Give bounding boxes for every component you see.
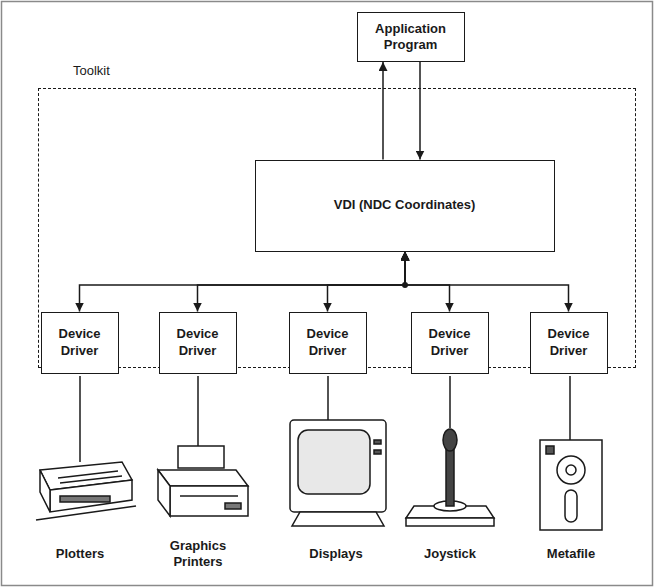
device-label: Displays: [281, 546, 391, 562]
driver-box: Device Driver: [289, 312, 367, 374]
device-label: Metafile: [516, 546, 626, 562]
box-label: VDI (NDC Coordinates): [334, 197, 476, 213]
connector-arrow: [405, 252, 450, 312]
driver-box: Device Driver: [530, 312, 608, 374]
box-label: Device Driver: [49, 326, 111, 359]
box-label: Device Driver: [419, 326, 481, 359]
device-label: Joystick: [395, 546, 505, 562]
box-label: Device Driver: [167, 326, 229, 359]
connector-arrow: [419, 62, 421, 160]
plotter-icon: [36, 462, 136, 520]
connector-arrow: [405, 252, 569, 312]
connector-arrow: [198, 252, 406, 312]
connector-arrow: [382, 62, 384, 160]
floppy-icon: [540, 440, 602, 530]
toolkit-region: ToolkitVDI (NDC Coordinates)Device Drive…: [38, 88, 636, 368]
driver-box: Device Driver: [159, 312, 237, 374]
device-label: Plotters: [25, 546, 135, 562]
vdi-box: VDI (NDC Coordinates): [255, 160, 555, 252]
driver-box: Device Driver: [41, 312, 119, 374]
box-label: Device Driver: [297, 326, 359, 359]
box-label: Application Program: [365, 21, 457, 54]
printer-icon: [158, 446, 248, 516]
display-icon: [290, 420, 386, 526]
box-label: Device Driver: [538, 326, 600, 359]
region-heading: Toolkit: [73, 63, 110, 79]
driver-box: Device Driver: [411, 312, 489, 374]
program-box: Application Program: [357, 12, 465, 62]
connector-arrow: [80, 252, 406, 312]
connector-arrow: [328, 252, 406, 312]
joystick-icon: [406, 429, 494, 526]
device-label: Graphics Printers: [159, 538, 237, 571]
